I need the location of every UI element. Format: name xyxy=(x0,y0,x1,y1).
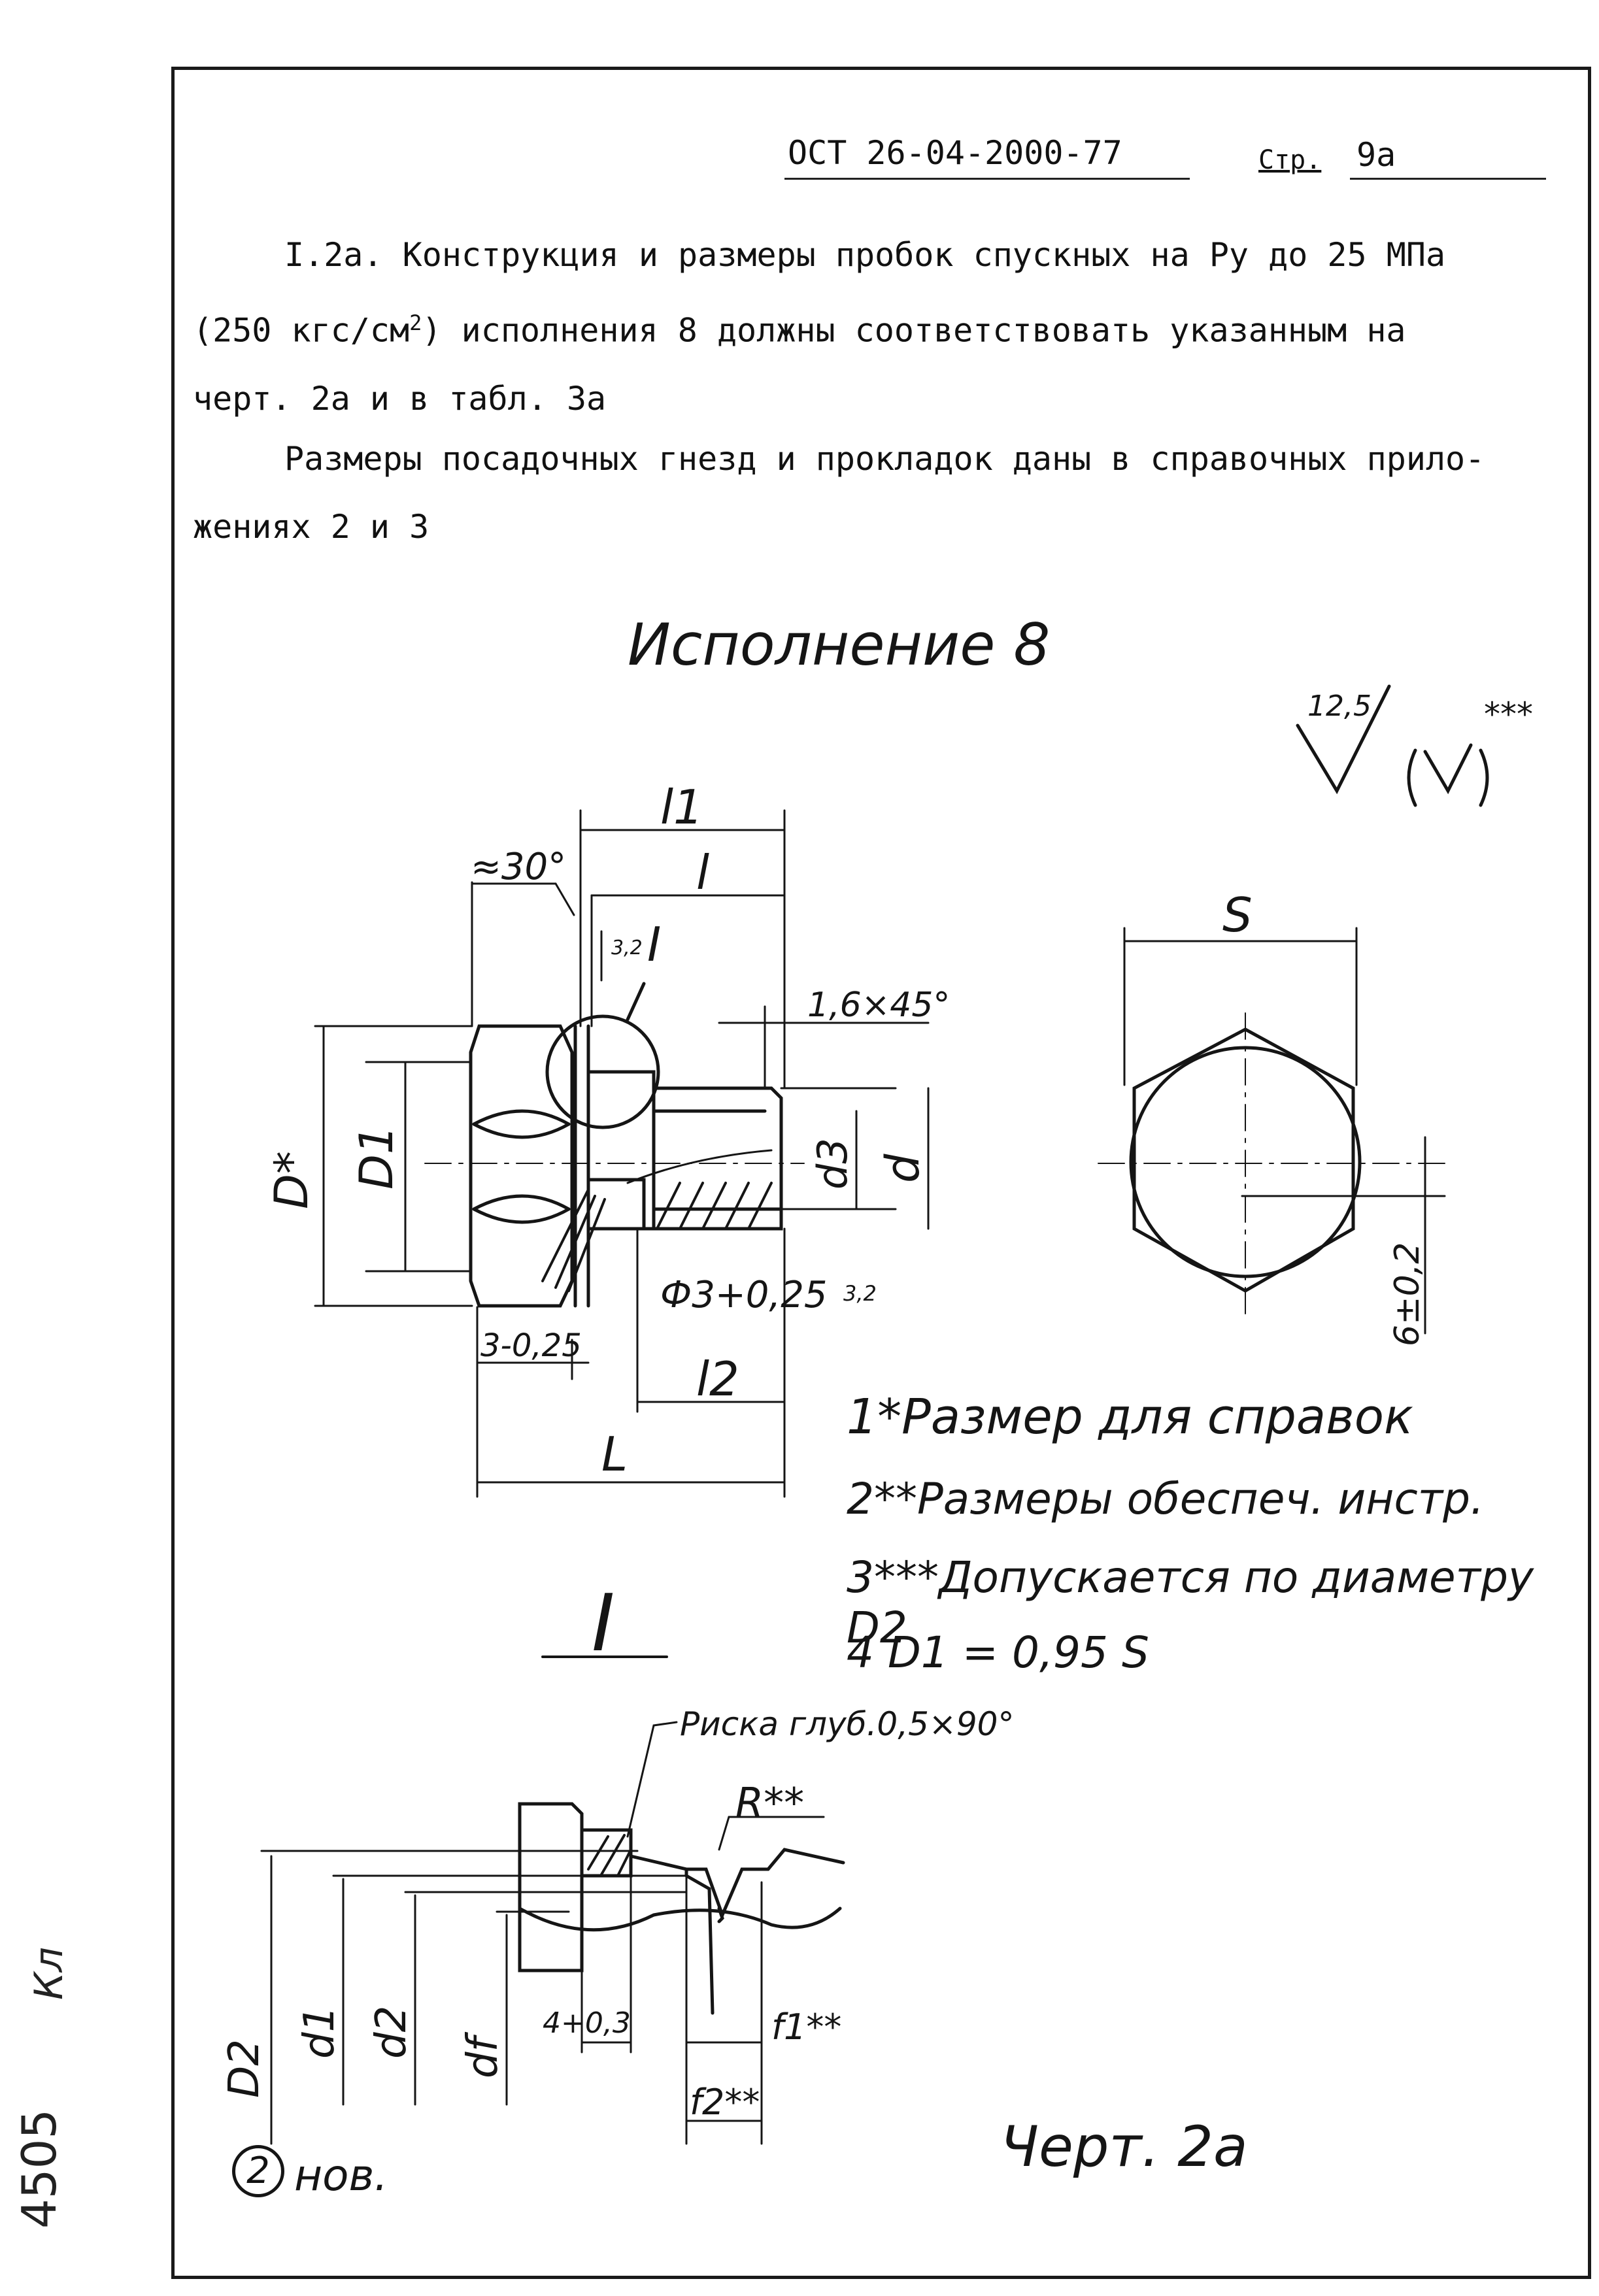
roughness-local-2: 3,2 xyxy=(843,1281,877,1306)
groove-label: Риска глуб.0,5×90° xyxy=(680,1705,1014,1743)
side-signature: Кл xyxy=(26,1947,72,2000)
revision-note: нов. xyxy=(294,2150,388,2201)
roughness-local: 3,2 xyxy=(611,937,643,959)
dim-L: L xyxy=(601,1427,628,1482)
paragraph-1-line-2-post: ) исполнения 8 должны соответствовать ук… xyxy=(422,311,1406,350)
hex-front-view xyxy=(1098,927,1446,1335)
side-number: 4505 xyxy=(12,2108,67,2229)
dim-d2: d2 xyxy=(367,2006,416,2059)
dim-D: D* xyxy=(265,1151,318,1209)
dimension-lines xyxy=(314,809,930,1498)
dim-hole: Ф3+0,25 xyxy=(660,1274,827,1316)
dim-3: 3-0,25 xyxy=(480,1327,582,1364)
note-4: 4 D1 = 0,95 S xyxy=(847,1627,1149,1678)
paragraph-1-line-1: I.2а. Конструкция и размеры пробок спуск… xyxy=(284,236,1446,274)
dim-D2: D2 xyxy=(220,2039,269,2098)
roughness-value: 12,5 xyxy=(1307,690,1372,723)
drawing-number: Черт. 2а xyxy=(1000,2114,1248,2180)
page-number: 9а xyxy=(1356,136,1396,174)
detail-ref: I xyxy=(647,917,661,972)
paragraph-1: I.2а. Конструкция и размеры пробок спуск… xyxy=(193,221,1540,433)
paragraph-1-line-3: черт. 2а и в табл. 3а xyxy=(193,379,607,418)
dim-4: 4+0,3 xyxy=(543,2006,631,2040)
dim-D1: D1 xyxy=(350,1125,403,1190)
detail-view-I xyxy=(260,1655,845,2145)
roughness-note: *** xyxy=(1484,695,1533,733)
detail-title: I xyxy=(592,1578,614,1669)
paragraph-2-line-2: жениях 2 и 3 xyxy=(193,508,429,546)
paragraph-2: Размеры посадочных гнезд и прокладок дан… xyxy=(193,425,1540,561)
page-frame xyxy=(171,67,1591,2279)
roughness-paren-right xyxy=(1479,748,1489,807)
dim-d1: d1 xyxy=(295,2006,344,2059)
roughness-symbol xyxy=(1296,684,1391,795)
paragraph-1-line-2-pre: (250 кгс/см xyxy=(193,311,410,350)
roughness-paren-left xyxy=(1407,748,1417,807)
paragraph-2-line-1: Размеры посадочных гнезд и прокладок дан… xyxy=(284,440,1485,478)
dim-chamfer: 1,6×45° xyxy=(807,986,950,1025)
dim-angle: ≈30° xyxy=(471,846,566,888)
dim-d3: d3 xyxy=(809,1138,856,1190)
dim-l2: l2 xyxy=(696,1352,739,1406)
document-code: ОСТ 26-04-2000-77 xyxy=(788,134,1122,172)
page-label: Стр. xyxy=(1258,145,1322,175)
dim-l: l xyxy=(696,845,709,900)
document-code-underline xyxy=(784,178,1190,180)
dim-6: 6±0,2 xyxy=(1388,1242,1427,1346)
note-2: 2**Размеры обеспеч. инстр. xyxy=(847,1474,1485,1524)
dim-f1: f1** xyxy=(771,2006,841,2048)
note-3: 3***Допускается по диаметру D2 xyxy=(847,1552,1534,1653)
dim-l1: l1 xyxy=(660,780,703,835)
note-1: 1*Размер для справок xyxy=(847,1389,1413,1445)
dim-S: S xyxy=(1222,888,1253,942)
dim-d: d xyxy=(876,1154,930,1183)
revision-circle: 2 xyxy=(232,2145,284,2197)
dim-f2: f2** xyxy=(690,2082,760,2123)
dim-df: df xyxy=(459,2031,507,2078)
superscript: 2 xyxy=(409,310,422,335)
dim-R: R** xyxy=(735,1779,804,1827)
page-number-underline xyxy=(1350,178,1546,180)
roughness-symbol-small xyxy=(1423,743,1473,795)
bolt-side-view xyxy=(424,982,805,1308)
variant-title: Исполнение 8 xyxy=(628,611,1051,678)
